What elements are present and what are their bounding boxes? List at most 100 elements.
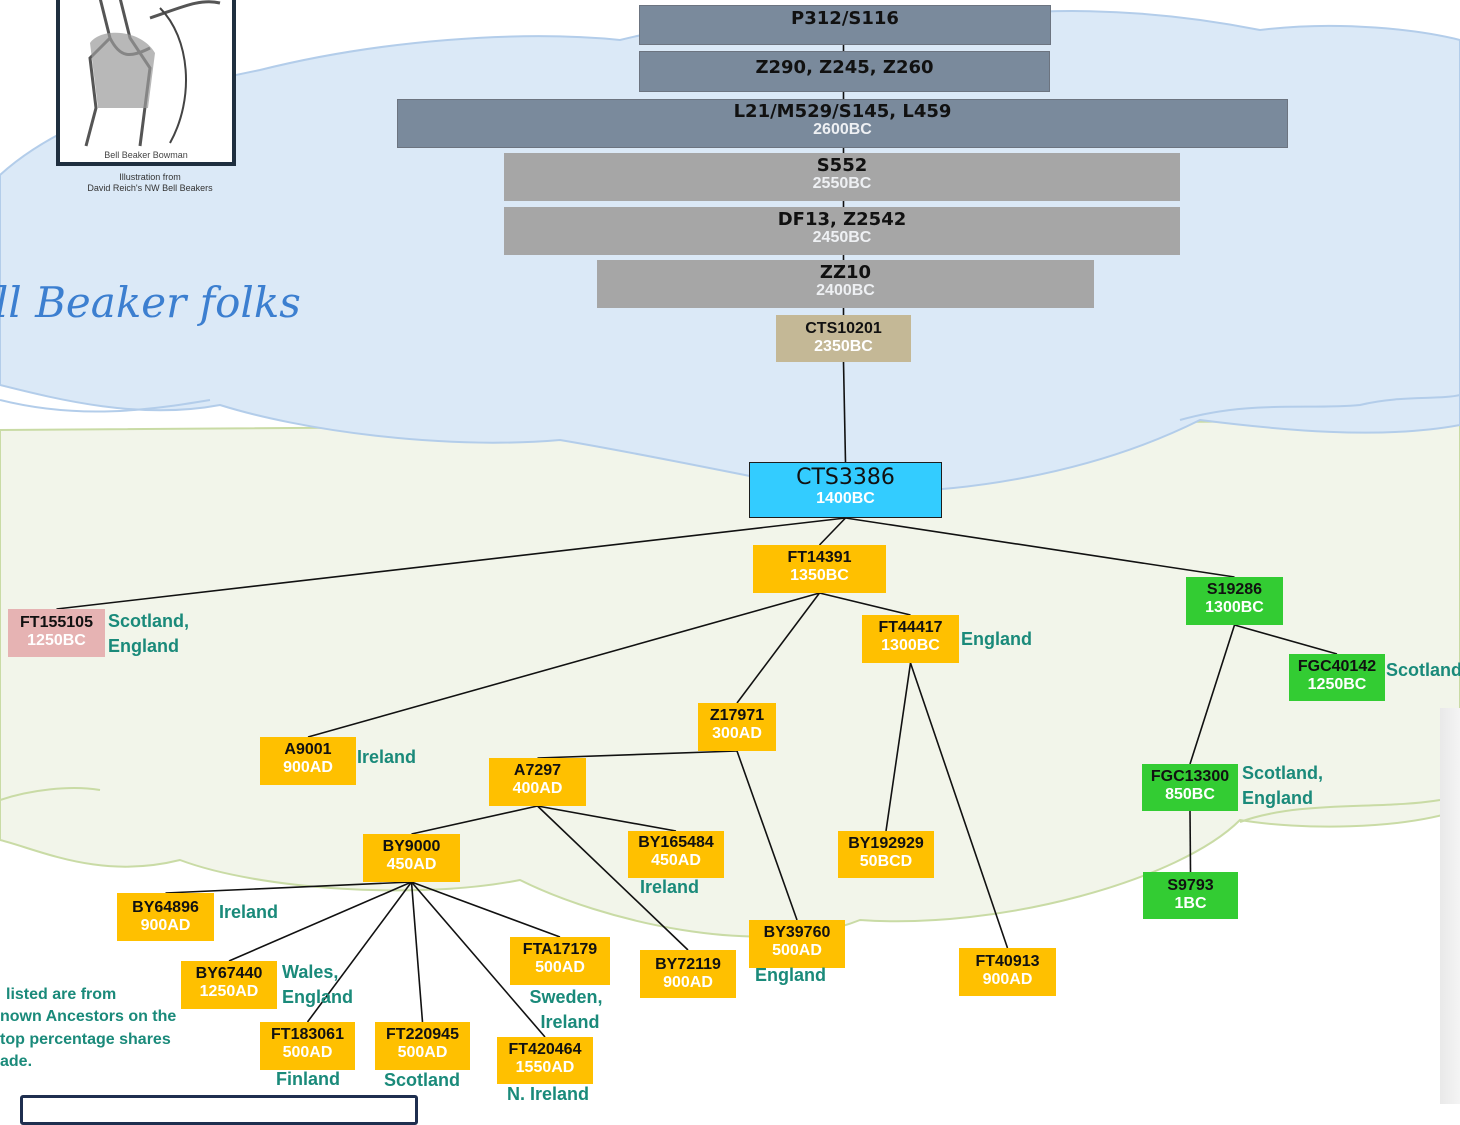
node-date: 500AD	[772, 941, 822, 959]
node-s19286: S19286 1300BC	[1186, 577, 1283, 625]
node-code: BY9000	[382, 838, 441, 855]
node-date: 1BC	[1174, 894, 1207, 912]
node-code: S9793	[1167, 877, 1214, 894]
node-code: BY67440	[195, 965, 263, 982]
node-cts10201: CTS10201 2350BC	[776, 315, 911, 362]
node-code: FT14391	[787, 549, 852, 566]
node-by192929: BY192929 50BCD	[838, 831, 934, 878]
note-line: nown Ancestors on the	[0, 1008, 177, 1026]
node-date: 300AD	[712, 724, 762, 742]
node-cts3386: CTS3386 1400BC	[749, 462, 942, 518]
node-code: BY72119	[655, 956, 721, 973]
bell-beaker-tagline: ell Beaker folks	[0, 278, 301, 327]
place-line: Ireland	[640, 877, 700, 897]
place-line: Ireland	[540, 1012, 600, 1033]
place-line: Scotland	[1386, 660, 1460, 680]
node-ft44417: FT44417 1300BC	[862, 615, 959, 663]
node-ft14391: FT14391 1350BC	[753, 545, 886, 593]
node-by72119: BY72119 900AD	[640, 950, 736, 998]
place-by39760: England	[755, 963, 826, 988]
illustration-caption: Bell Beaker Bowman	[104, 150, 188, 160]
node-code: CTS10201	[805, 320, 882, 337]
node-code: BY192929	[848, 835, 924, 852]
place-line: Ireland	[357, 747, 417, 767]
node-date: 900AD	[140, 916, 191, 934]
place-line: England	[961, 629, 1032, 649]
place-line: England	[755, 965, 826, 985]
bowman-sketch-icon	[84, 0, 221, 147]
node-date: 900AD	[663, 973, 713, 991]
trunk-zz10: ZZ10 2400BC	[597, 260, 1094, 308]
node-code: FGC40142	[1297, 658, 1377, 675]
place-line: N. Ireland	[507, 1084, 590, 1104]
node-s9793: S9793 1BC	[1143, 872, 1238, 919]
node-ft220945: FT220945 500AD	[375, 1022, 470, 1070]
place-line: Scotland	[384, 1070, 461, 1090]
trunk-date: 2600BC	[813, 120, 872, 138]
node-z17971: Z17971 300AD	[698, 703, 776, 751]
place-line: Finland	[276, 1069, 340, 1089]
node-code: FT183061	[271, 1026, 344, 1043]
node-code: Z17971	[709, 707, 765, 724]
node-date: 1550AD	[515, 1058, 575, 1076]
trunk-date: 2400BC	[816, 281, 875, 299]
trunk-date: 2450BC	[812, 228, 872, 246]
node-fgc40142: FGC40142 1250BC	[1289, 654, 1385, 701]
trunk-code: Z290, Z245, Z260	[755, 57, 934, 78]
node-by64896: BY64896 900AD	[117, 893, 214, 941]
node-date: 900AD	[283, 758, 333, 776]
place-line: England	[1242, 788, 1313, 809]
place-ft44417: England	[961, 627, 1032, 652]
trunk-code: DF13, Z2542	[777, 209, 907, 230]
node-code: FTA17179	[522, 941, 598, 958]
node-date: 1250AD	[199, 982, 259, 1000]
node-code: S19286	[1206, 581, 1263, 598]
place-fgc40142: Scotland	[1386, 658, 1460, 683]
node-date: 400AD	[512, 779, 563, 797]
node-date: 850BC	[1165, 785, 1215, 803]
place-ft155105: Scotland, England	[108, 609, 189, 659]
trunk-date: 2550BC	[812, 174, 872, 192]
node-ft40913: FT40913 900AD	[959, 948, 1056, 996]
node-code: A9001	[284, 741, 332, 758]
node-date: 900AD	[982, 970, 1033, 988]
node-code: CTS3386	[796, 465, 895, 490]
credit-line-2: David Reich's NW Bell Beakers	[87, 182, 213, 193]
trunk-code: ZZ10	[819, 262, 872, 283]
node-date: 500AD	[535, 958, 585, 976]
place-by165484: Ireland	[640, 875, 699, 900]
node-date: 450AD	[651, 851, 701, 869]
trunk-code: P312/S116	[791, 8, 899, 29]
place-line: Sweden,	[529, 987, 603, 1007]
trunk-s552: S552 2550BC	[504, 153, 1180, 201]
place-ft420464: N. Ireland	[507, 1082, 589, 1107]
place-line: Scotland,	[1242, 763, 1324, 783]
place-by64896: Ireland	[219, 900, 278, 925]
node-ft420464: FT420464 1550AD	[497, 1037, 593, 1084]
place-a9001: Ireland	[357, 745, 416, 770]
trunk-z290: Z290, Z245, Z260	[639, 51, 1050, 92]
node-code: FT155105	[20, 614, 93, 631]
node-fgc13300: FGC13300 850BC	[1142, 764, 1238, 811]
place-line: Ireland	[219, 902, 279, 922]
node-date: 1350BC	[790, 566, 849, 584]
place-fta17179: Sweden, Ireland	[505, 985, 605, 1035]
place-by67440: Wales, England	[282, 960, 353, 1010]
trunk-code: S552	[816, 155, 868, 176]
node-a7297: A7297 400AD	[489, 758, 586, 806]
trunk-l21: L21/M529/S145, L459 2600BC	[397, 99, 1288, 148]
node-date: 500AD	[397, 1043, 448, 1061]
node-a9001: A9001 900AD	[260, 737, 356, 785]
place-line: England	[282, 987, 353, 1008]
node-date: 450AD	[386, 855, 437, 873]
place-fgc13300: Scotland, England	[1242, 761, 1323, 811]
node-code: A7297	[513, 762, 562, 779]
node-by9000: BY9000 450AD	[363, 834, 460, 882]
node-date: 1250BC	[1307, 675, 1367, 693]
node-by165484: BY165484 450AD	[628, 831, 724, 878]
node-code: FGC13300	[1150, 768, 1230, 785]
source-note: listed are from nown Ancestors on the to…	[0, 984, 200, 1074]
node-fta17179: FTA17179 500AD	[510, 937, 610, 985]
place-line: Scotland,	[108, 611, 190, 631]
note-line: ade.	[0, 1053, 33, 1071]
